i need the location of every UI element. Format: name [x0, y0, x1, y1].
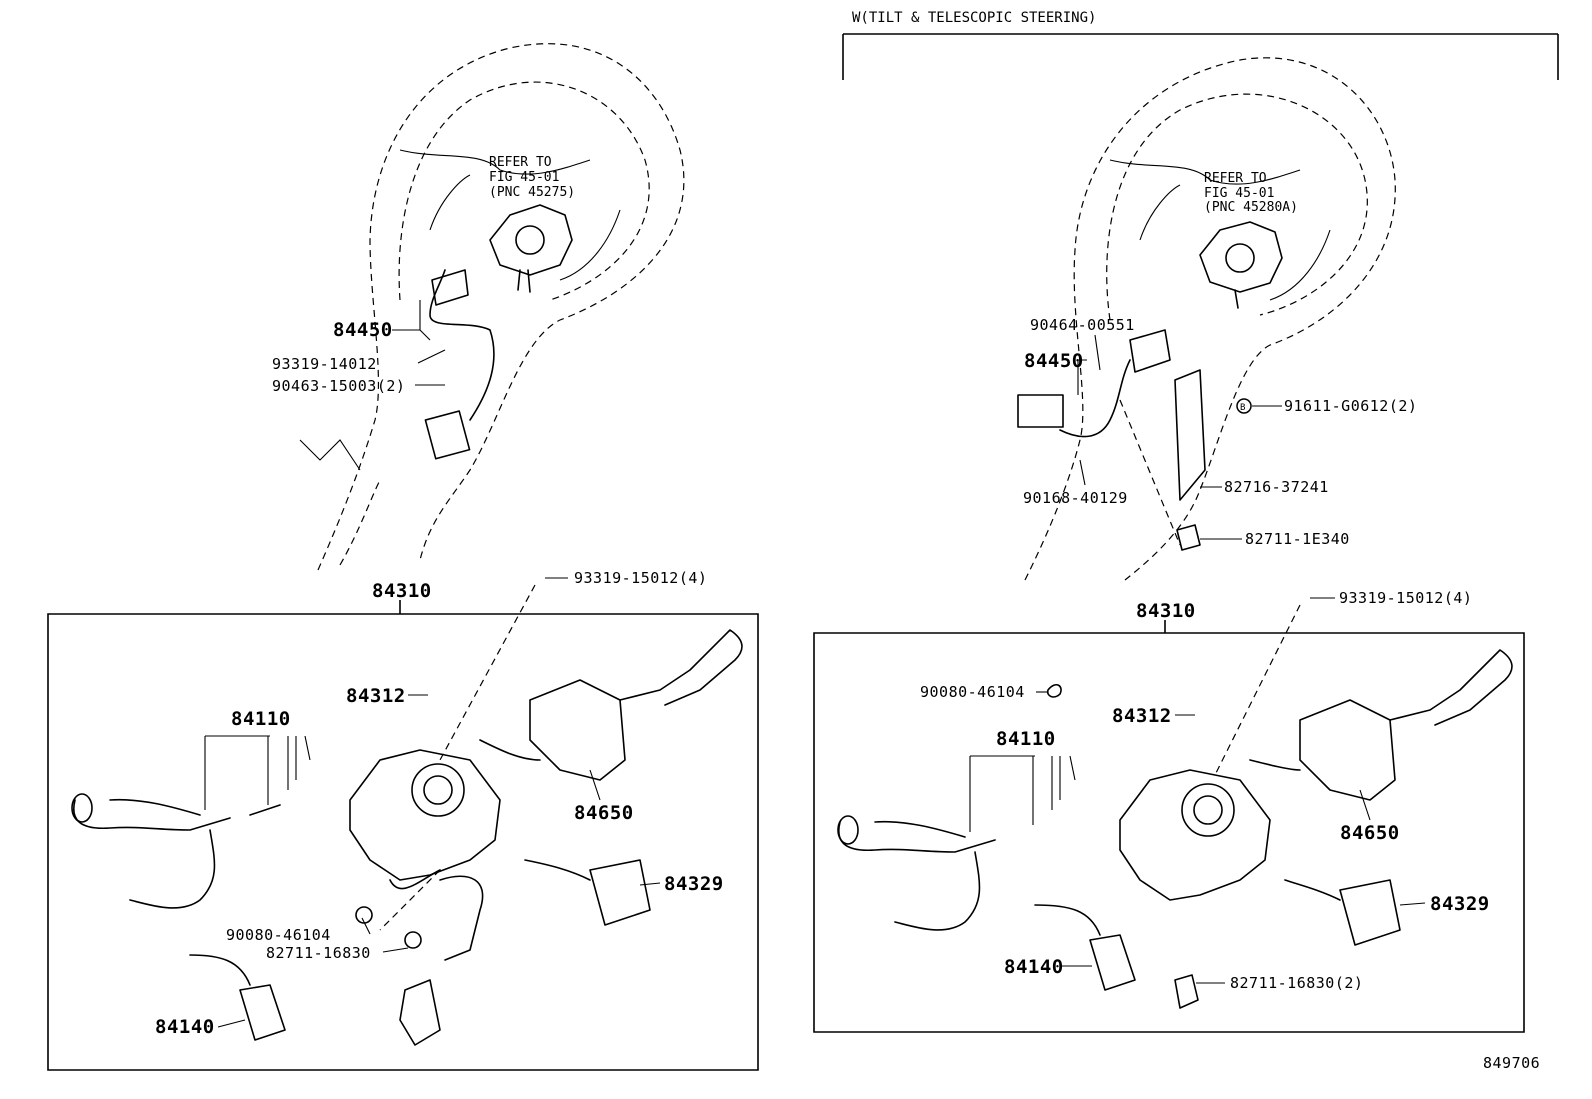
- right-switch-parts: [837, 604, 1513, 1009]
- left-switch-parts: [71, 584, 743, 1046]
- label-90168-40129[interactable]: 90168-40129: [1023, 489, 1128, 507]
- bolt-marker-b: [1236, 398, 1252, 414]
- label-84650-right[interactable]: 84650: [1340, 822, 1400, 844]
- label-84110-left[interactable]: 84110: [231, 708, 291, 730]
- label-84110-right[interactable]: 84110: [996, 728, 1056, 750]
- label-84310-left[interactable]: 84310: [372, 580, 432, 602]
- left-refer-line3: (PNC 45275): [489, 185, 575, 200]
- label-84140-right[interactable]: 84140: [1004, 956, 1064, 978]
- label-84329-right[interactable]: 84329: [1430, 893, 1490, 915]
- label-90463-15003[interactable]: 90463-15003(2): [272, 377, 405, 395]
- label-90080-46104-left[interactable]: 90080-46104: [226, 926, 331, 944]
- label-93319-14012[interactable]: 93319-14012: [272, 355, 377, 373]
- left-leader-lines: [217, 300, 661, 1028]
- variant-label: W(TILT & TELESCOPIC STEERING): [852, 10, 1096, 26]
- label-82716-37241[interactable]: 82716-37241: [1224, 478, 1329, 496]
- label-90080-46104-right[interactable]: 90080-46104: [920, 683, 1025, 701]
- right-refer-line3: (PNC 45280A): [1204, 200, 1298, 215]
- label-84450-left[interactable]: 84450: [333, 319, 393, 341]
- label-93319-15012-left[interactable]: 93319-15012(4): [574, 569, 707, 587]
- label-82711-1e340[interactable]: 82711-1E340: [1245, 530, 1350, 548]
- label-82711-16830-left[interactable]: 82711-16830: [266, 944, 371, 962]
- label-90464-00551[interactable]: 90464-00551: [1030, 316, 1135, 334]
- figure-id: 849706: [1483, 1054, 1540, 1072]
- label-84312-right[interactable]: 84312: [1112, 705, 1172, 727]
- left-combination-switch-box: [47, 600, 759, 1071]
- left-refer-line1: REFER TO: [489, 155, 552, 170]
- bolt-marker-letter: B: [1240, 403, 1245, 413]
- label-84310-right[interactable]: 84310: [1136, 600, 1196, 622]
- label-84329-left[interactable]: 84329: [664, 873, 724, 895]
- label-82711-16830-right[interactable]: 82711-16830(2): [1230, 974, 1363, 992]
- label-91611-g0612[interactable]: 91611-G0612(2): [1284, 397, 1417, 415]
- right-leader-lines: [1036, 334, 1426, 984]
- label-84312-left[interactable]: 84312: [346, 685, 406, 707]
- left-refer-line2: FIG 45-01: [489, 170, 559, 185]
- left-steering-wheel: [299, 43, 685, 571]
- right-refer-line2: FIG 45-01: [1204, 186, 1274, 201]
- label-93319-15012-right[interactable]: 93319-15012(4): [1339, 589, 1472, 607]
- label-84140-left[interactable]: 84140: [155, 1016, 215, 1038]
- label-84450-right[interactable]: 84450: [1024, 350, 1084, 372]
- right-combination-switch-box: [813, 620, 1525, 1033]
- right-steering-wheel: [1024, 57, 1396, 581]
- left-airbag-spiral-cable: [424, 204, 573, 460]
- label-84650-left[interactable]: 84650: [574, 802, 634, 824]
- right-refer-line1: REFER TO: [1204, 171, 1267, 186]
